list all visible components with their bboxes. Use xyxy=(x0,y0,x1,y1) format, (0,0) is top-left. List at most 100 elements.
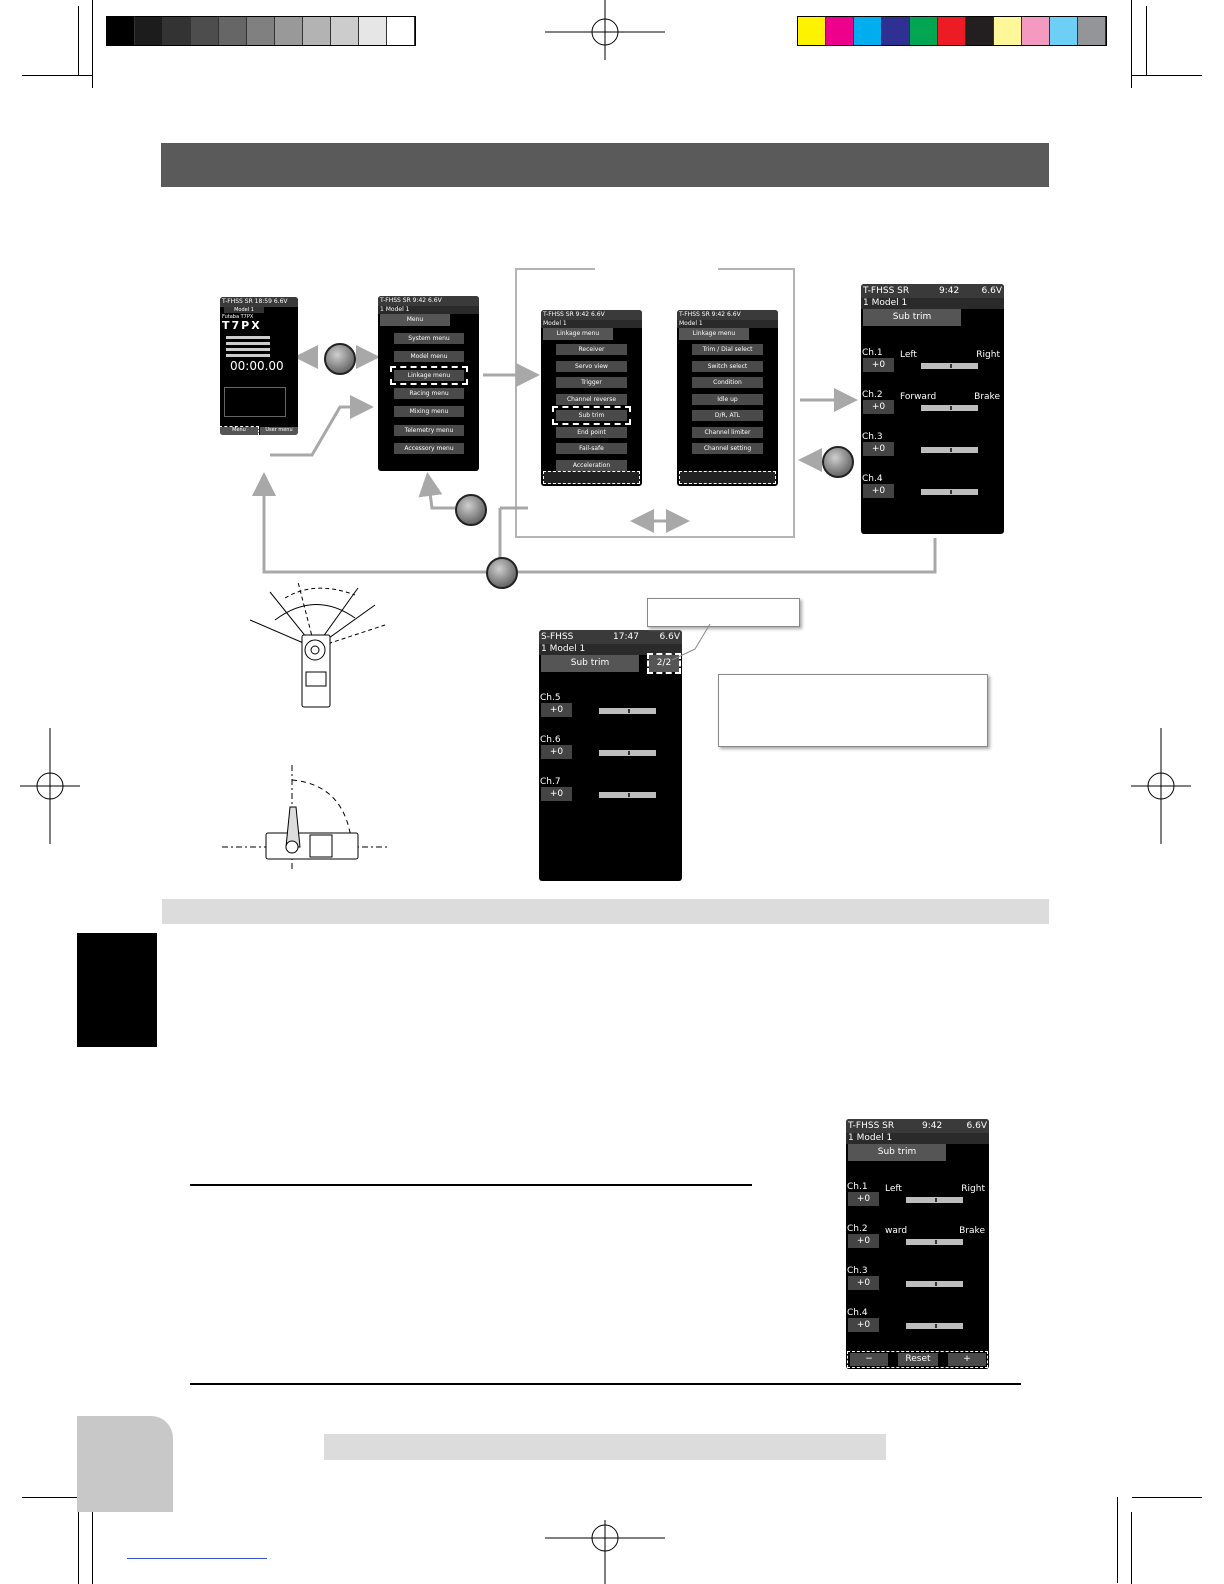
subtrim2-page-button[interactable]: 2/2 xyxy=(647,653,681,674)
color-swatch xyxy=(331,17,359,45)
linkage2-item[interactable]: Switch select xyxy=(692,360,763,372)
linkage2-item[interactable]: Condition xyxy=(692,377,763,388)
subtrim3-title: Sub trim xyxy=(848,1144,946,1161)
channel-label: Ch.1 xyxy=(862,348,883,358)
color-swatch xyxy=(163,17,191,45)
chapter-side-tab xyxy=(77,933,157,1047)
linkage1-item[interactable]: Servo view xyxy=(556,360,627,372)
linkage1-item[interactable]: Acceleration xyxy=(556,459,627,471)
home-screen[interactable]: T-FHSS SR 18:59 6.6V Model 1 Futaba T7PX… xyxy=(220,297,298,435)
channel-trim-bar xyxy=(599,792,656,798)
note-box xyxy=(718,674,988,747)
linkage1-item[interactable]: Fail-safe xyxy=(556,443,627,454)
home-user-menu-button[interactable]: User menu xyxy=(260,427,298,435)
registration-mark-right xyxy=(1131,728,1191,844)
subtrim-model: 1 Model 1 xyxy=(861,298,1004,309)
linkage1-model: Model 1 xyxy=(541,320,642,328)
linkage1-item[interactable]: Receiver xyxy=(556,344,627,355)
subtrim3-button-row: − Reset + xyxy=(847,1351,988,1368)
linkage2-item[interactable]: Trim / Dial select xyxy=(692,344,763,355)
channel-value-button[interactable]: +0 xyxy=(863,358,894,372)
menu-item[interactable]: Mixing menu xyxy=(394,406,464,418)
linkage1-nav-bar[interactable] xyxy=(543,471,640,484)
subtrim2-status: S-FHSS 17:47 6.6V xyxy=(539,630,682,644)
subtrim2-title: Sub trim xyxy=(541,655,639,672)
home-status: T-FHSS SR 18:59 6.6V xyxy=(220,297,298,307)
channel-value-button[interactable]: +0 xyxy=(863,400,894,414)
channel-left-label: Left xyxy=(885,1184,902,1194)
channel-trim-bar xyxy=(906,1323,963,1329)
channel-trim-bar xyxy=(906,1239,963,1245)
channel-trim-bar xyxy=(921,363,978,369)
subtrim3-status: T-FHSS SR 9:42 6.6V xyxy=(846,1119,989,1133)
linkage1-item[interactable]: Channel reverse xyxy=(556,393,627,405)
channel-left-label: ward xyxy=(885,1226,908,1236)
color-swatch xyxy=(1050,17,1078,45)
linkage2-item[interactable]: Channel limiter xyxy=(692,426,763,438)
menu-item[interactable]: Model menu xyxy=(394,351,464,363)
channel-value-button[interactable]: +0 xyxy=(863,442,894,456)
linkage2-title: Linkage menu xyxy=(679,328,749,340)
channel-right-label: Right xyxy=(961,1184,985,1194)
linkage-menu-screen-2: T-FHSS SR 9:42 6.6V Model 1 Linkage menu… xyxy=(677,310,778,486)
color-swatch xyxy=(1078,17,1106,45)
color-swatch xyxy=(275,17,303,45)
linkage2-item[interactable]: D/R, ATL xyxy=(692,410,763,421)
channel-value-button[interactable]: +0 xyxy=(848,1276,879,1290)
channel-value-button[interactable]: +0 xyxy=(863,484,894,498)
plus-button[interactable]: + xyxy=(948,1353,986,1366)
menu-status: T-FHSS SR 9:42 6.6V xyxy=(378,296,479,306)
channel-label: Ch.7 xyxy=(540,777,561,787)
menu-item[interactable]: Racing menu xyxy=(394,387,464,399)
channel-value-button[interactable]: +0 xyxy=(541,787,572,801)
channel-value-button[interactable]: +0 xyxy=(541,703,572,717)
touch-indicator-subtrim-back xyxy=(822,446,854,478)
color-swatch xyxy=(219,17,247,45)
linkage2-item[interactable]: Channel setting xyxy=(692,443,763,454)
menu-item[interactable]: Accessory menu xyxy=(394,442,464,454)
channel-value-button[interactable]: +0 xyxy=(848,1318,879,1332)
menu-item[interactable]: System menu xyxy=(394,333,464,344)
channel-value-button[interactable]: +0 xyxy=(848,1234,879,1248)
menu-item[interactable]: Linkage menu xyxy=(390,365,468,385)
callout-label-box xyxy=(647,598,800,627)
color-swatch xyxy=(910,17,938,45)
color-swatch xyxy=(826,17,854,45)
channel-trim-bar xyxy=(906,1281,963,1287)
footer-link-underline[interactable] xyxy=(127,1558,267,1559)
touch-indicator-home xyxy=(324,343,356,375)
linkage2-item[interactable]: Idle up xyxy=(692,393,763,405)
linkage1-item[interactable]: End point xyxy=(556,426,627,438)
page-number-tab xyxy=(77,1416,173,1512)
channel-trim-bar xyxy=(599,750,656,756)
setting-rule-top xyxy=(190,1184,752,1186)
reset-button[interactable]: Reset xyxy=(898,1353,938,1366)
subtrim-status: T-FHSS SR 9:42 6.6V xyxy=(861,284,1004,298)
color-swatch xyxy=(798,17,826,45)
minus-button[interactable]: − xyxy=(850,1353,888,1366)
channel-right-label: Right xyxy=(976,350,1000,360)
linkage1-item[interactable]: Trigger xyxy=(556,377,627,388)
linkage1-item[interactable]: Sub trim xyxy=(552,406,631,425)
linkage2-nav-bar[interactable] xyxy=(679,471,776,484)
servo-neutral-illustration xyxy=(222,765,390,870)
channel-trim-bar xyxy=(921,447,978,453)
color-swatch xyxy=(359,17,387,45)
channel-left-label: Forward xyxy=(900,392,937,402)
color-swatch xyxy=(994,17,1022,45)
menu-model: 1 Model 1 xyxy=(378,306,479,314)
color-swatch xyxy=(107,17,135,45)
channel-value-button[interactable]: +0 xyxy=(848,1192,879,1206)
channel-label: Ch.6 xyxy=(540,735,561,745)
color-swatch xyxy=(854,17,882,45)
home-level-bars xyxy=(226,333,288,360)
linkage1-title: Linkage menu xyxy=(543,328,613,340)
linkage1-status: T-FHSS SR 9:42 6.6V xyxy=(541,310,642,320)
touch-indicator-back xyxy=(455,494,487,526)
home-menu-button[interactable]: Menu xyxy=(220,426,259,435)
color-swatch xyxy=(303,17,331,45)
menu-screen: T-FHSS SR 9:42 6.6V 1 Model 1 Menu Syste… xyxy=(378,296,479,471)
menu-item[interactable]: Telemetry menu xyxy=(394,424,464,436)
linkage2-status: T-FHSS SR 9:42 6.6V xyxy=(677,310,778,320)
channel-value-button[interactable]: +0 xyxy=(541,745,572,759)
